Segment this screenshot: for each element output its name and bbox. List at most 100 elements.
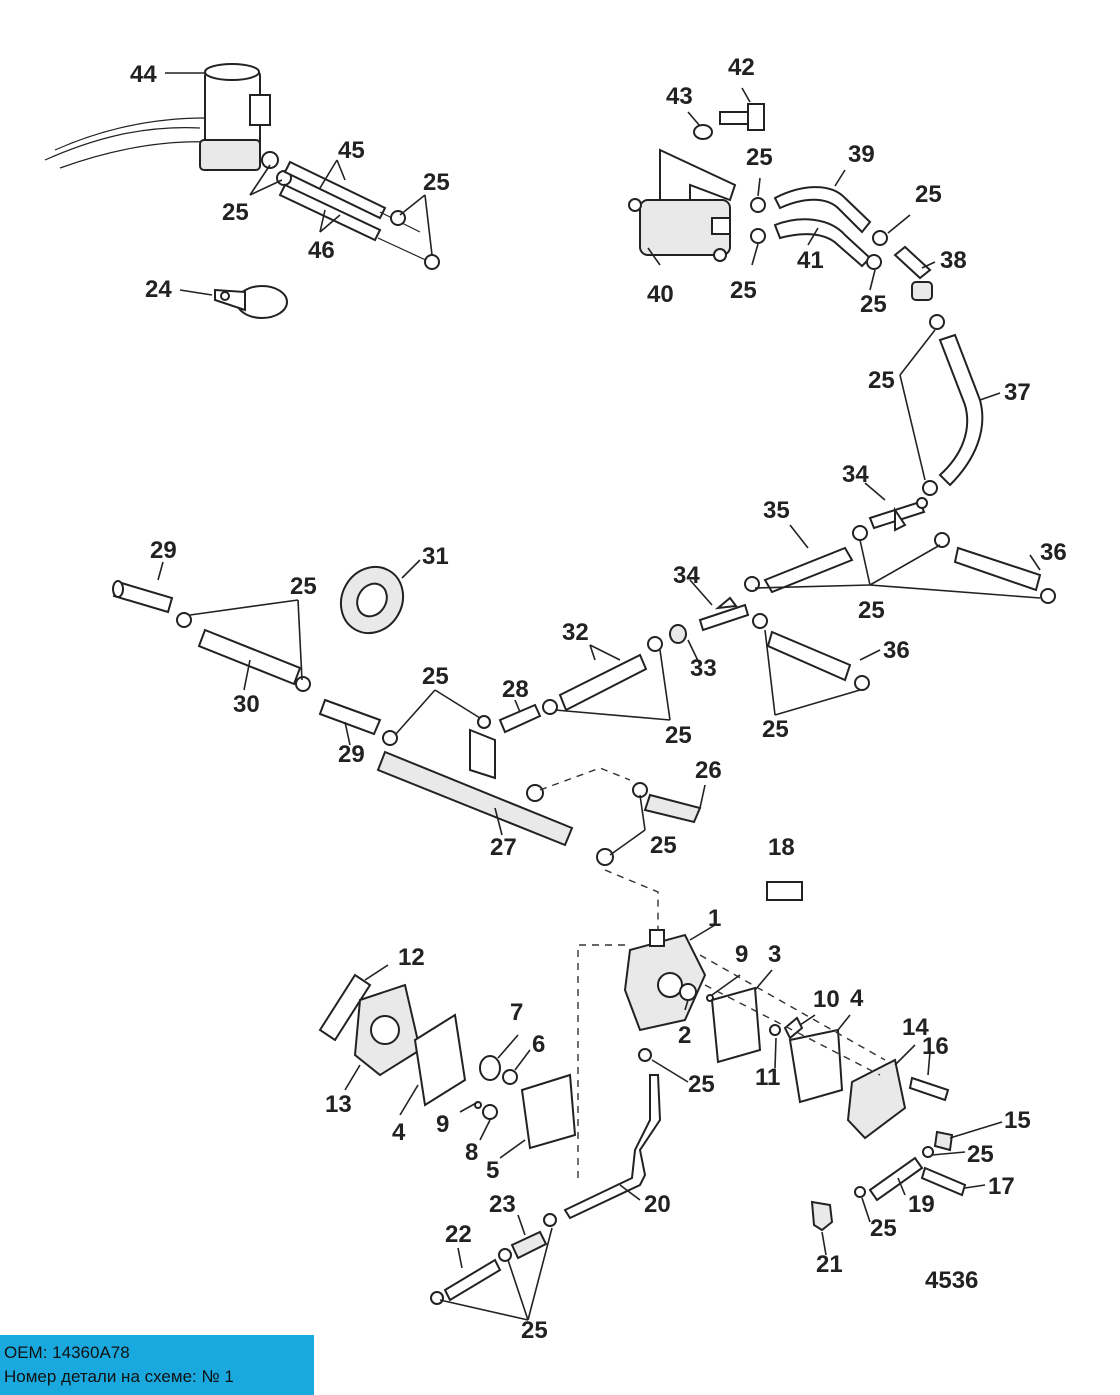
callout-25: 25 <box>860 291 887 318</box>
callout-22: 22 <box>445 1221 472 1248</box>
fitting-29-upper-drawing <box>112 580 192 628</box>
diagram-part-number-label: Номер детали на схеме: № 1 <box>4 1367 234 1386</box>
fitting-29-lower-drawing <box>318 698 398 746</box>
hoses-35-36-drawing <box>744 525 1056 691</box>
callout-25: 25 <box>746 144 773 171</box>
callout-31: 31 <box>422 543 449 570</box>
callout-25: 25 <box>730 277 757 304</box>
tee-34-lower-drawing <box>698 596 750 632</box>
hose-32-drawing <box>542 636 663 715</box>
callout-25: 25 <box>967 1141 994 1168</box>
callout-25: 25 <box>868 367 895 394</box>
callout-25: 25 <box>915 181 942 208</box>
callout-42: 42 <box>728 54 755 81</box>
callout-36: 36 <box>1040 539 1067 566</box>
hose-37-drawing <box>922 314 984 496</box>
callout-25: 25 <box>665 722 692 749</box>
callout-8: 8 <box>465 1139 478 1166</box>
vapor-separator-40-drawing <box>628 148 737 262</box>
hoses-39-41-drawing <box>750 186 888 270</box>
callout-21: 21 <box>816 1251 843 1278</box>
callout-24: 24 <box>145 276 172 303</box>
screw-42-washer-43-drawing <box>693 103 765 140</box>
callout-29: 29 <box>338 741 365 768</box>
callout-18: 18 <box>768 834 795 861</box>
callout-20: 20 <box>644 1191 671 1218</box>
check-valve-26-drawing <box>596 782 702 866</box>
callout-13: 13 <box>325 1091 352 1118</box>
filter-31-drawing <box>339 565 405 635</box>
callout-25: 25 <box>762 716 789 743</box>
hose-30-drawing <box>197 628 311 692</box>
cap-33-drawing <box>669 624 687 644</box>
callout-23: 23 <box>489 1191 516 1218</box>
callout-27: 27 <box>490 834 517 861</box>
leader-lines <box>157 72 1041 1321</box>
callout-35: 35 <box>763 497 790 524</box>
callout-25: 25 <box>290 573 317 600</box>
callout-3: 3 <box>768 941 781 968</box>
callout-5: 5 <box>486 1157 499 1184</box>
callout-2: 2 <box>678 1022 691 1049</box>
pump-parts-left-drawing <box>318 973 577 1150</box>
callout-4: 4 <box>850 985 864 1012</box>
callout-17: 17 <box>988 1173 1015 1200</box>
callout-38: 38 <box>940 247 967 274</box>
callout-25: 25 <box>688 1071 715 1098</box>
pump-parts-right-drawing <box>679 983 967 1232</box>
hose-20-drawing <box>543 1074 662 1227</box>
callout-34: 34 <box>842 461 869 488</box>
callout-45: 45 <box>338 137 365 164</box>
callout-40: 40 <box>647 281 674 308</box>
callout-9: 9 <box>735 941 748 968</box>
callout-43: 43 <box>666 83 693 110</box>
callout-15: 15 <box>1004 1107 1031 1134</box>
callout-39: 39 <box>848 141 875 168</box>
callout-25: 25 <box>858 597 885 624</box>
tee-34-upper-drawing <box>868 497 928 532</box>
callout-25: 25 <box>423 169 450 196</box>
callout-37: 37 <box>1004 379 1031 406</box>
callout-32: 32 <box>562 619 589 646</box>
callout-12: 12 <box>398 944 425 971</box>
callout-34: 34 <box>673 562 700 589</box>
callout-25: 25 <box>650 832 677 859</box>
callout-11: 11 <box>755 1064 780 1091</box>
leader-dashes-upper <box>539 767 659 930</box>
electric-fuel-pump-drawing <box>44 63 292 186</box>
callout-7: 7 <box>510 999 523 1026</box>
callout-19: 19 <box>908 1191 935 1218</box>
callout-16: 16 <box>922 1033 949 1060</box>
callout-25: 25 <box>870 1215 897 1242</box>
callout-26: 26 <box>695 757 722 784</box>
callout-25: 25 <box>422 663 449 690</box>
callout-46: 46 <box>308 237 335 264</box>
callout-10: 10 <box>813 986 840 1013</box>
callout-25: 25 <box>521 1317 548 1344</box>
callout-41: 41 <box>797 247 824 274</box>
callout-14: 14 <box>902 1014 929 1041</box>
callout-30: 30 <box>233 691 260 718</box>
part-info-box: OEM: 14360A78 Номер детали на схеме: № 1 <box>0 1335 314 1395</box>
hoses-45-46-drawing <box>278 160 440 270</box>
clamp-24-drawing <box>214 285 288 319</box>
leader-dashes-lower <box>577 944 886 1180</box>
figure-code: 4536 <box>925 1267 978 1294</box>
callout-4: 4 <box>392 1119 406 1146</box>
decal-18-drawing <box>766 881 803 901</box>
callout-25: 25 <box>222 199 249 226</box>
callout-1: 1 <box>708 905 721 932</box>
oem-number-label: OEM: 14360A78 <box>4 1343 130 1362</box>
callout-9: 9 <box>436 1111 449 1138</box>
callout-29: 29 <box>150 537 177 564</box>
fuel-rail-27-drawing <box>376 728 574 847</box>
callout-33: 33 <box>690 655 717 682</box>
callout-6: 6 <box>532 1031 545 1058</box>
fitting-28-drawing <box>477 703 542 734</box>
pump-body-1-drawing <box>623 929 707 1062</box>
callout-44: 44 <box>130 61 157 88</box>
callout-labels: 44 45 25 25 46 24 42 43 25 39 25 40 25 4… <box>130 54 1067 1344</box>
callout-28: 28 <box>502 676 529 703</box>
filter-38-drawing <box>893 245 933 301</box>
